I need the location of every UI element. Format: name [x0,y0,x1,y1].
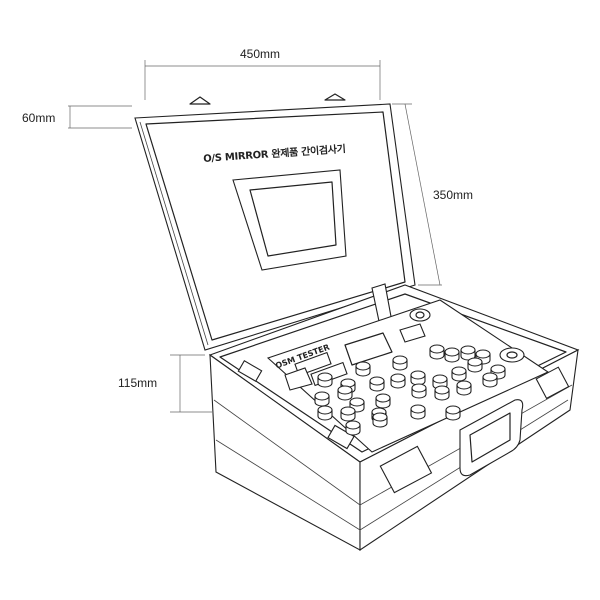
base [208,283,580,552]
dimension-height-label: 115mm [118,376,158,390]
dimension-depth-label: 350mm [433,188,474,202]
knob [411,383,427,393]
knob [314,391,330,401]
knob [451,366,467,376]
knob [375,393,391,403]
dimension-width-label: 450mm [240,47,281,61]
handle [459,399,524,477]
knob [410,404,426,414]
dimension-lines [68,60,442,413]
knob [490,364,506,374]
knob [434,385,450,395]
lid-display-frame [232,169,347,271]
knob [372,412,388,422]
latch-right [535,366,570,400]
knob [390,373,406,383]
knob [444,347,460,357]
knob [355,361,371,371]
dimension-lid-label: 60mm [22,111,56,125]
knob [475,349,491,359]
knob [410,370,426,380]
knob [337,385,353,395]
knob [460,345,476,355]
knob-group [314,344,506,436]
knob [482,372,498,382]
knob [340,406,356,416]
knob [456,380,472,390]
lid [134,93,416,351]
latch-left [379,445,433,494]
knob [432,374,448,384]
control-panel [266,299,550,453]
knob [345,420,361,430]
knob [369,376,385,386]
knob [317,405,333,415]
knob [349,397,365,407]
knob [317,372,333,382]
knob [429,344,445,354]
lid-display-screen [249,181,337,257]
knob [445,405,461,415]
knob [467,357,483,367]
knob [392,355,408,365]
